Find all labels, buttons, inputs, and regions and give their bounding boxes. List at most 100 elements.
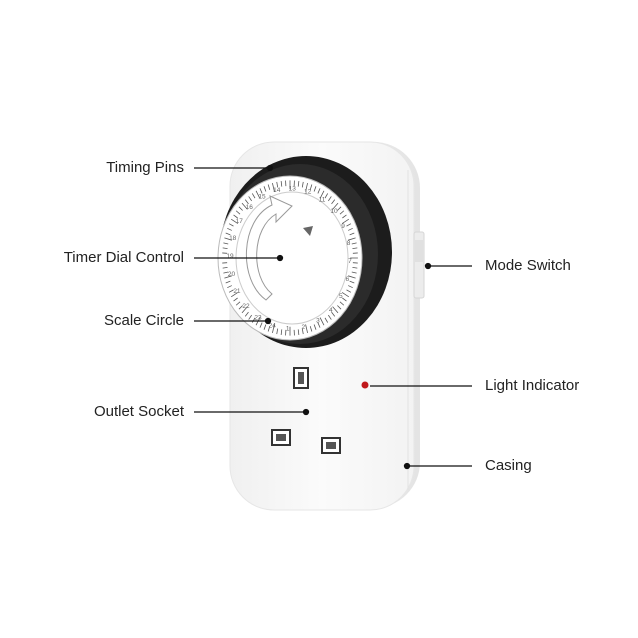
timing-pin[interactable] — [305, 324, 308, 334]
timing-pin[interactable] — [225, 280, 231, 284]
timing-pin[interactable] — [248, 196, 252, 202]
timing-pin[interactable] — [276, 181, 279, 188]
dial-number: 8 — [347, 240, 351, 247]
timing-pin[interactable] — [222, 247, 228, 249]
timing-pin[interactable] — [228, 223, 234, 227]
timing-pin[interactable] — [276, 328, 279, 335]
timing-pin[interactable] — [337, 305, 342, 310]
timing-pin[interactable] — [331, 199, 336, 205]
timing-pin[interactable] — [238, 305, 243, 310]
timing-pin[interactable] — [227, 285, 232, 289]
timing-pin[interactable] — [230, 218, 239, 224]
timing-pin[interactable] — [352, 267, 358, 269]
timing-pin[interactable] — [251, 193, 256, 199]
mode-switch[interactable] — [413, 231, 425, 299]
timing-pin[interactable] — [241, 306, 248, 314]
timing-pin[interactable] — [224, 275, 232, 279]
timing-pin[interactable] — [332, 202, 339, 210]
dial-number: 7 — [348, 258, 352, 265]
timing-pin[interactable] — [233, 297, 238, 302]
timing-pin[interactable] — [348, 285, 353, 289]
leader-lines — [194, 164, 472, 470]
timing-pin[interactable] — [324, 193, 329, 199]
timing-pin[interactable] — [341, 218, 350, 224]
timing-pin[interactable] — [328, 314, 332, 320]
timing-pin[interactable] — [305, 182, 308, 192]
timing-pin[interactable] — [301, 181, 304, 188]
timing-pin[interactable] — [317, 322, 321, 328]
timing-pin[interactable] — [230, 292, 239, 298]
dial-number: 9 — [341, 223, 345, 230]
timing-pin[interactable] — [255, 190, 261, 199]
dial-number: 3 — [316, 317, 320, 324]
timing-pin[interactable] — [348, 237, 356, 241]
timing-pin[interactable] — [248, 314, 252, 320]
timing-pin[interactable] — [351, 242, 357, 245]
timing-pin[interactable] — [235, 210, 241, 215]
timing-pin[interactable] — [263, 186, 267, 192]
timing-pin[interactable] — [235, 301, 241, 306]
rotation-arrow-icon — [246, 195, 293, 301]
timing-pin[interactable] — [280, 329, 283, 335]
dial-number: 21 — [233, 288, 241, 295]
timing-pin[interactable] — [224, 237, 232, 241]
timing-pin[interactable] — [332, 306, 339, 314]
timing-pin[interactable] — [313, 186, 317, 192]
timing-pin[interactable] — [349, 232, 355, 236]
timing-pin[interactable] — [342, 297, 347, 302]
timing-pin[interactable] — [319, 317, 325, 326]
timing-pin[interactable] — [342, 214, 347, 219]
timing-pin[interactable] — [244, 199, 249, 205]
timing-pin[interactable] — [348, 275, 356, 279]
label-timer-dial-control: Timer Dial Control — [63, 249, 184, 266]
timing-pin[interactable] — [348, 227, 353, 231]
timing-pin[interactable] — [244, 311, 249, 317]
timing-pin[interactable] — [267, 326, 271, 332]
timing-pin[interactable] — [349, 280, 355, 284]
timing-pin[interactable] — [233, 214, 238, 219]
timing-pin[interactable] — [263, 324, 267, 330]
dial-number: 6 — [346, 276, 350, 283]
timing-pin[interactable] — [301, 328, 304, 335]
timing-pin[interactable] — [346, 223, 352, 227]
timing-pin[interactable] — [259, 188, 263, 194]
timing-pin[interactable] — [313, 324, 317, 330]
timing-pin[interactable] — [319, 190, 325, 199]
timing-pin[interactable] — [341, 292, 350, 298]
timing-pin[interactable] — [324, 317, 329, 323]
timing-pin[interactable] — [223, 271, 229, 274]
timing-pin[interactable] — [297, 181, 300, 187]
timing-pin[interactable] — [317, 188, 321, 194]
timing-pin[interactable] — [241, 202, 248, 210]
timing-pin[interactable] — [259, 322, 263, 328]
timing-pin[interactable] — [352, 247, 358, 249]
label-mode-switch: Mode Switch — [485, 257, 571, 274]
timing-pin[interactable] — [251, 317, 256, 323]
timing-pin[interactable] — [328, 196, 332, 202]
timing-pin[interactable] — [339, 210, 345, 215]
timing-pin[interactable] — [225, 232, 231, 236]
timing-pin[interactable] — [238, 206, 243, 211]
timing-pin[interactable] — [309, 184, 313, 190]
dial-number: 16 — [246, 204, 254, 211]
timing-pin[interactable] — [280, 181, 283, 187]
timing-pin[interactable] — [309, 326, 313, 332]
timing-pin[interactable] — [351, 271, 357, 274]
pointer-triangle-icon — [303, 226, 313, 236]
timing-pin[interactable] — [228, 289, 234, 293]
timing-pin[interactable] — [272, 324, 275, 334]
timing-pin[interactable] — [227, 227, 232, 231]
timing-pin[interactable] — [223, 242, 229, 245]
timing-pin[interactable] — [346, 289, 352, 293]
timing-pin[interactable] — [272, 182, 275, 192]
timing-pin[interactable] — [267, 184, 271, 190]
timing-pin[interactable] — [337, 206, 342, 211]
timing-pin[interactable] — [222, 267, 228, 269]
timing-pin[interactable] — [297, 329, 300, 335]
label-scale-circle: Scale Circle — [103, 312, 184, 329]
timing-pin[interactable] — [331, 311, 336, 317]
timing-pin[interactable] — [339, 301, 345, 306]
